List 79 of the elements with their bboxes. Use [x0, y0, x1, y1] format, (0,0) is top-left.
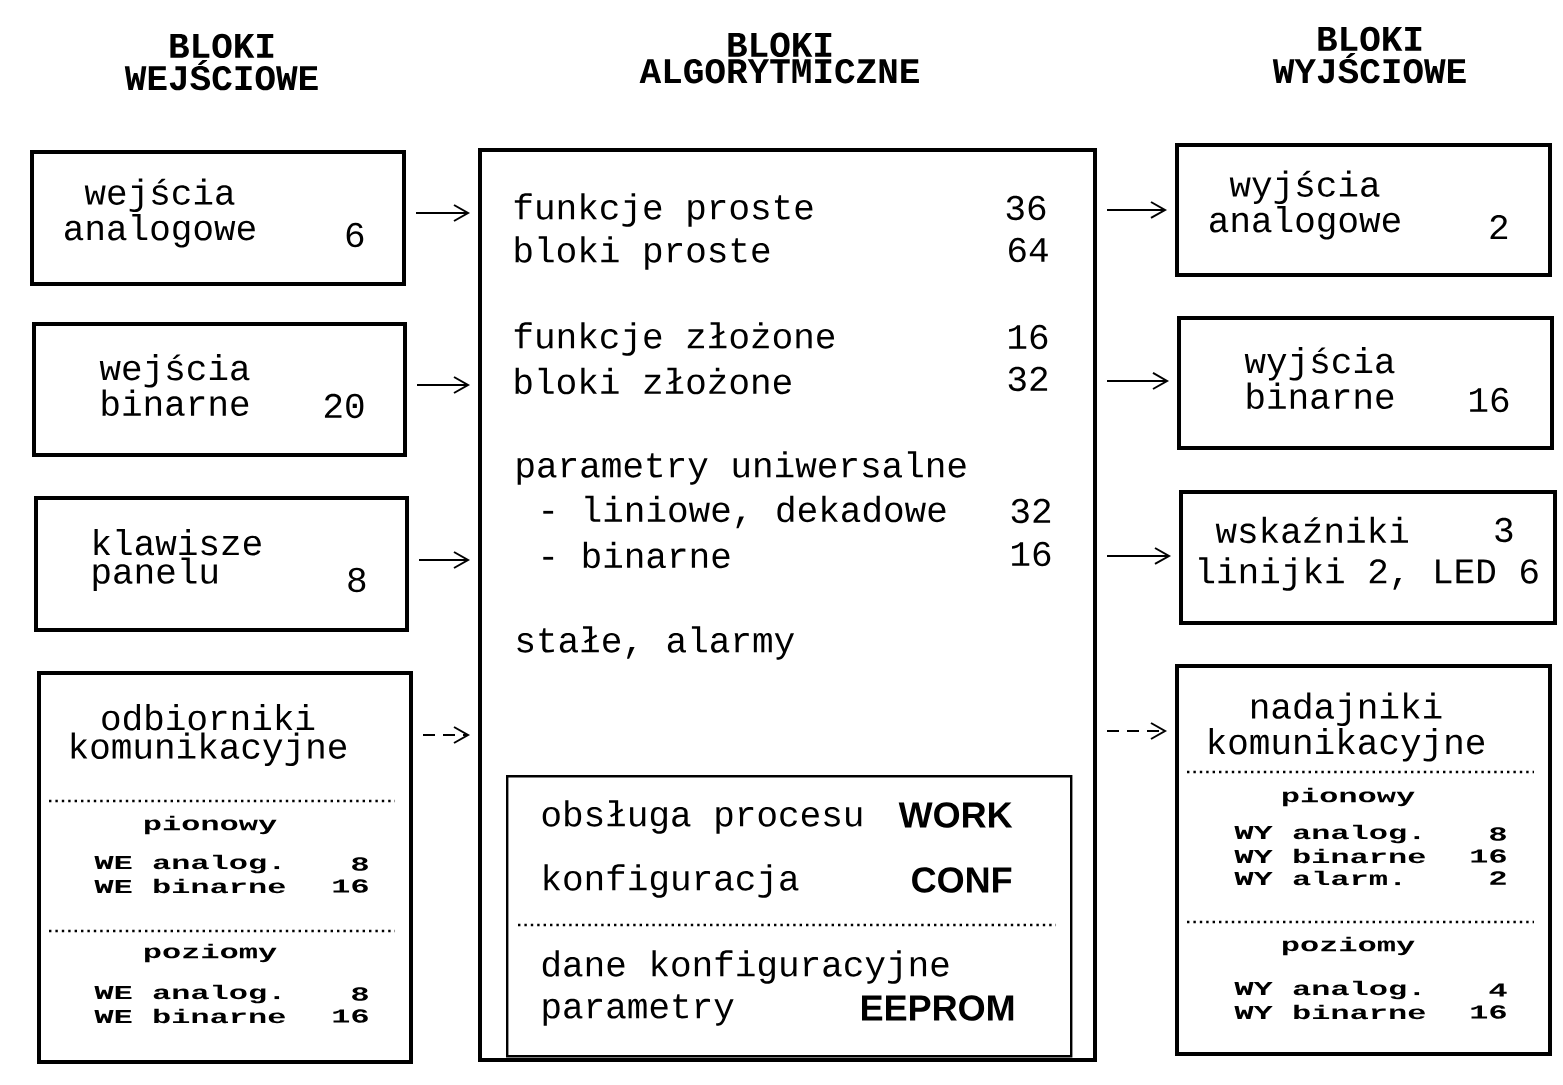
arrow [1106, 201, 1167, 219]
block-label: funkcje złożone [514, 322, 835, 356]
count-label: 4 [1489, 983, 1507, 997]
count-label: 2 [1490, 871, 1506, 885]
arrow [415, 204, 470, 222]
block-box [1175, 664, 1552, 1056]
block-label: linijki 2, LED 6 [1199, 557, 1538, 591]
block-label: WE binarne [94, 1008, 285, 1024]
block-box [1179, 490, 1557, 625]
block-label: WY analog. [1234, 980, 1420, 1000]
count-label: 16 [1009, 324, 1048, 350]
block-label: WE analog. [94, 854, 280, 874]
count-label: 64 [1009, 237, 1048, 263]
block-label: stałe, alarmy [517, 626, 795, 660]
block-box [1177, 316, 1554, 450]
block-box [37, 671, 413, 1064]
count-label: 16 [1470, 387, 1509, 413]
count-label: 16 [1012, 541, 1051, 567]
count-label: 32 [1008, 366, 1048, 392]
count-label: 32 [1011, 498, 1051, 524]
count-label: 2 [1490, 214, 1508, 240]
count-label: CONF [912, 867, 1012, 893]
block-label: bloki złożone [515, 367, 791, 395]
arrow [1106, 372, 1169, 390]
block-label: dane konfiguracyjne [542, 950, 949, 984]
block-label: odbiorniki komunikacyjne [71, 703, 346, 767]
block-label: WY binarne [1234, 1004, 1425, 1020]
block-box [1175, 143, 1552, 277]
arrow [1106, 547, 1171, 565]
block-label: WE analog. [94, 984, 280, 1004]
count-label: EEPROM [862, 995, 1014, 1021]
column-heading: BLOKI ALGORYTMICZNE [639, 32, 919, 84]
count-label: 16 [1471, 1005, 1506, 1019]
count-label: 16 [333, 1009, 368, 1023]
count-label: 20 [324, 393, 364, 419]
block-label: parametry [543, 994, 734, 1026]
block-label: konfiguracja [544, 864, 799, 898]
block-label: WY alarm. [1234, 870, 1400, 886]
block-label: pionowy [145, 815, 277, 835]
block-label: bloki proste [515, 236, 770, 270]
arrow [1106, 722, 1167, 740]
count-label: 6 [346, 222, 364, 248]
block-label: funkcje proste [514, 193, 813, 227]
count-label: 16 [1471, 849, 1506, 863]
block-label: poziomy [145, 943, 277, 963]
count-label: 8 [1490, 827, 1506, 841]
arrow [416, 376, 470, 394]
block-label: WY analog. [1234, 824, 1420, 844]
arrow [422, 726, 470, 744]
block-label: klawisze panelu [93, 529, 261, 591]
count-label: 8 [352, 857, 368, 871]
block-label: wskaźniki [1215, 516, 1408, 544]
arrow [418, 551, 470, 569]
count-label: 3 [1495, 517, 1513, 543]
block-label: nadajniki komunikacyjne [1209, 692, 1484, 762]
column-heading: BLOKI WYJŚCIOWE [1272, 26, 1466, 84]
block-label: wejścia analogowe [65, 178, 255, 248]
block-label: pionowy [1283, 787, 1415, 807]
count-label: 8 [348, 567, 366, 593]
block-label: WE binarne [94, 878, 285, 894]
algorithm-box [478, 148, 1097, 1062]
count-label: 8 [352, 987, 368, 1001]
count-label: WORK [898, 802, 1013, 828]
inner-box [506, 775, 1073, 1058]
block-label: - binarne [543, 541, 730, 569]
block-label: wejścia binarne [99, 354, 250, 416]
block-box [30, 150, 406, 286]
block-label: - liniowe, dekadowe [543, 495, 946, 529]
column-heading: BLOKI WEJŚCIOWE [124, 33, 318, 91]
block-label: WY binarne [1234, 848, 1425, 864]
count-label: 16 [333, 879, 368, 893]
count-label: 36 [1006, 195, 1046, 221]
block-label: wyjścia analogowe [1210, 170, 1400, 240]
block-box [34, 496, 409, 632]
block-label: wyjścia binarne [1244, 347, 1395, 409]
block-label: poziomy [1283, 936, 1415, 956]
block-box [32, 322, 407, 457]
block-label: obsługa procesu [542, 800, 862, 834]
block-label: parametry uniwersalne [517, 451, 966, 485]
